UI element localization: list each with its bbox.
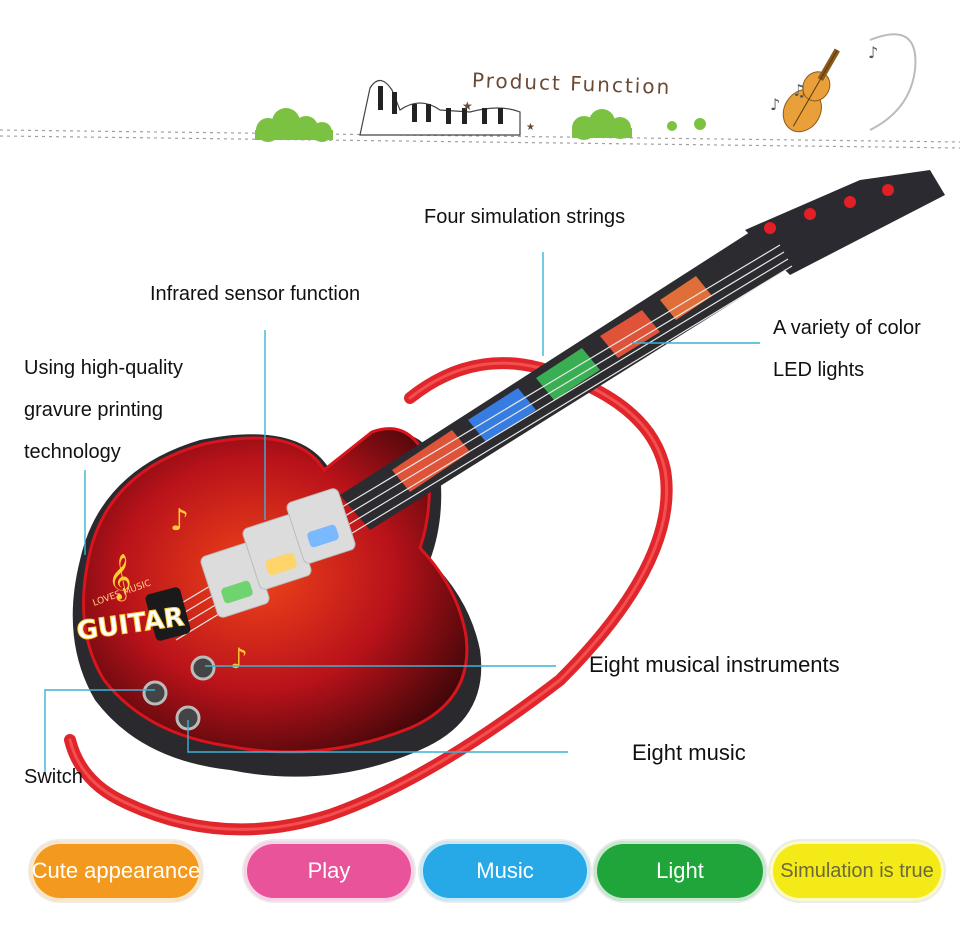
feature-pill-music: Music <box>420 841 590 901</box>
svg-text:♪: ♪ <box>170 503 189 538</box>
header-banner: ★ ★ ♪ ♫ ♪ <box>0 33 960 149</box>
switch-knob[interactable] <box>142 680 168 706</box>
callout-switch: Switch <box>24 766 83 788</box>
svg-text:♪: ♪ <box>770 95 780 114</box>
svg-text:♪: ♪ <box>868 43 878 62</box>
feature-pill-label: Simulation is true <box>780 859 934 882</box>
star-icon: ★ <box>462 99 473 113</box>
feature-pill-light: Light <box>594 841 766 901</box>
piano-wave <box>359 79 521 136</box>
callout-printing-line2: gravure printing <box>24 399 163 421</box>
feature-pill-label: Cute appearance <box>31 858 201 883</box>
swirl-decoration <box>869 33 917 131</box>
feature-pill-label: Music <box>476 858 534 883</box>
callout-music: Eight music <box>632 740 746 765</box>
instrument-knob[interactable] <box>190 655 216 681</box>
guitar-headstock <box>745 170 945 275</box>
callout-printing-line3: technology <box>24 441 121 463</box>
callout-instruments: Eight musical instruments <box>589 652 840 677</box>
feature-pill-simulation: Simulation is true <box>770 841 944 901</box>
feature-pill-label: Light <box>656 858 704 883</box>
svg-text:♫: ♫ <box>792 81 806 100</box>
svg-text:♪: ♪ <box>230 642 248 675</box>
leader-lines <box>44 252 760 774</box>
feature-pill-cute-appearance: Cute appearance <box>30 841 202 901</box>
callout-lights-line1: A variety of color <box>773 317 921 339</box>
callout-strings: Four simulation strings <box>424 206 626 228</box>
feature-pill-play: Play <box>244 841 414 901</box>
bush-right <box>572 109 706 140</box>
feature-pill-label: Play <box>307 858 351 883</box>
callout-lights-line2: LED lights <box>773 359 865 381</box>
violin-icon <box>782 48 840 133</box>
svg-text:𝄞: 𝄞 <box>108 554 132 602</box>
tuning-pegs <box>764 184 894 234</box>
dotted-border <box>0 129 960 149</box>
callout-sensor: Infrared sensor function <box>150 283 361 305</box>
guitar-bridge <box>145 587 191 641</box>
callout-printing-line1: Using high-quality <box>24 357 183 379</box>
star-icon: ★ <box>526 122 535 133</box>
music-notes-decoration: ♪ ♫ ♪ <box>770 43 878 114</box>
body-print-notes: 𝄞 ♪ ♪ <box>108 503 248 675</box>
sensor-panels <box>200 488 356 618</box>
control-knobs <box>142 655 216 731</box>
bush-left <box>255 108 333 142</box>
